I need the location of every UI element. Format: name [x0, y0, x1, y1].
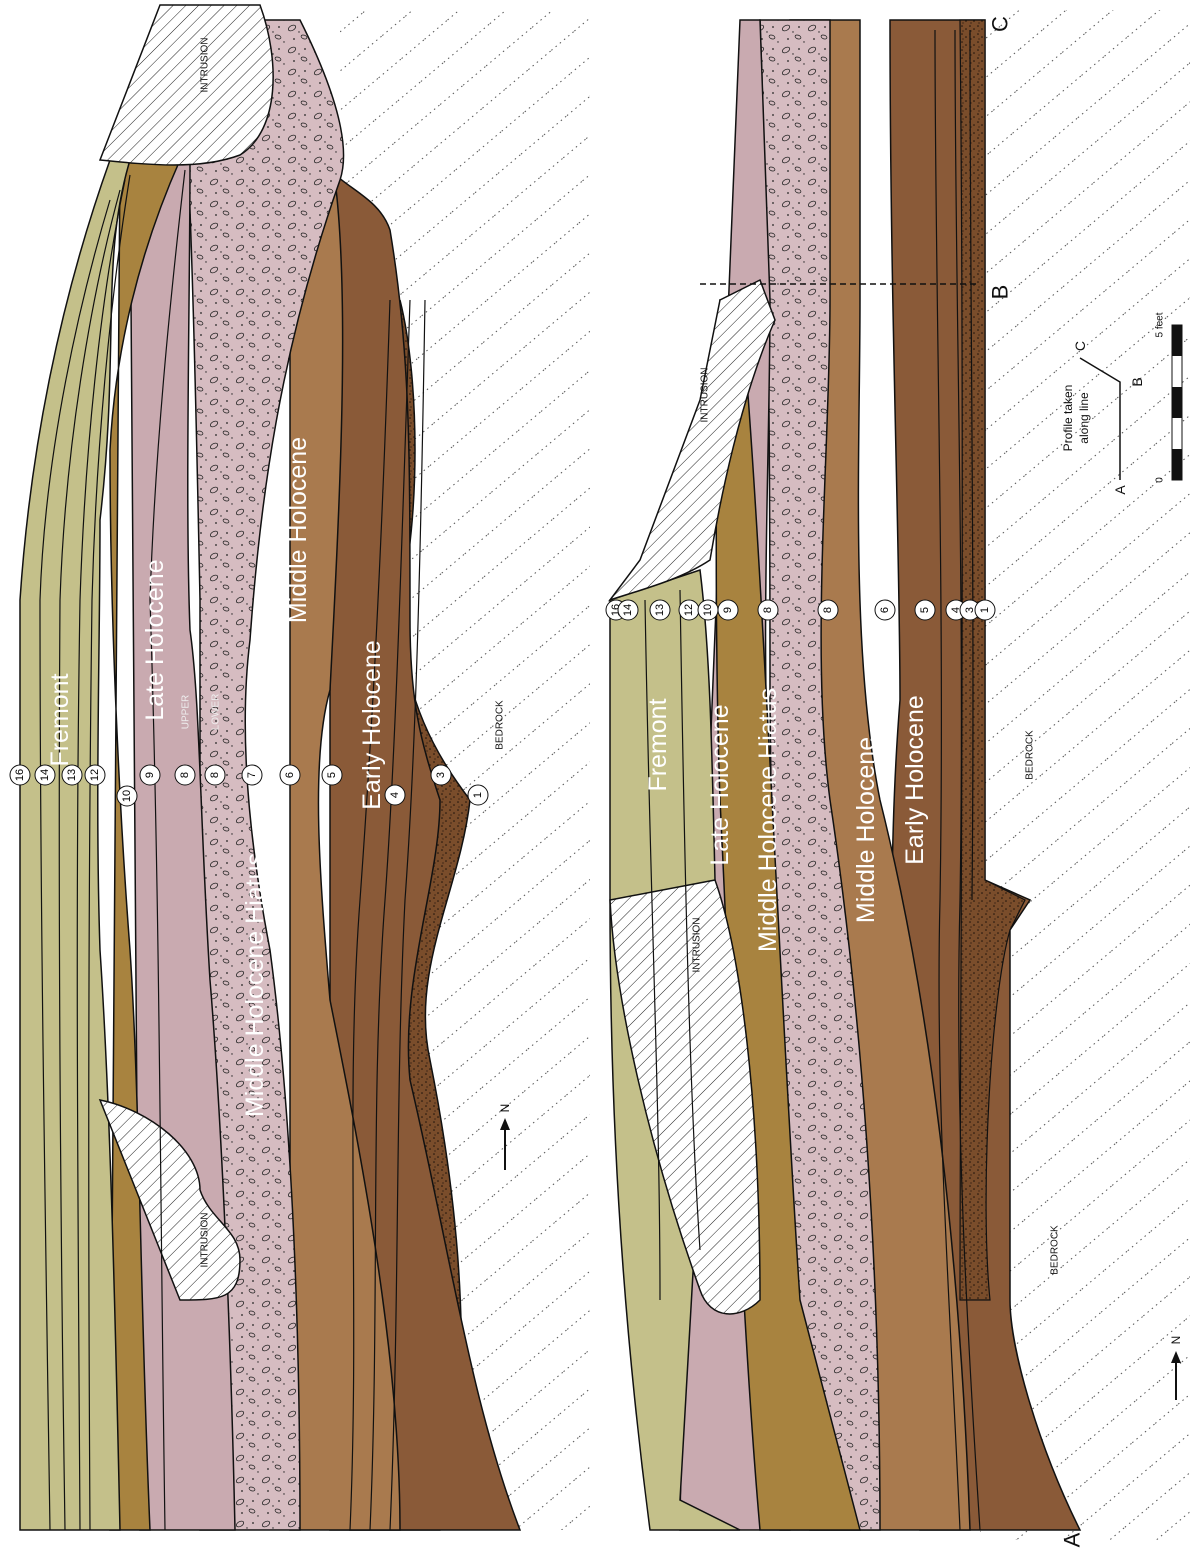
stratum-marker: 5	[915, 600, 935, 620]
label-fremont-2: Fremont	[644, 698, 672, 791]
svg-text:13: 13	[66, 769, 78, 781]
label-middle-holocene: Middle Holocene	[284, 437, 312, 623]
stratum-marker: 16	[10, 765, 30, 785]
label-middle-holocene-hiatus: Middle Holocene Hiatus	[241, 853, 269, 1117]
svg-text:3: 3	[435, 772, 447, 778]
label-intrusion-2a: INTRUSION	[700, 368, 711, 423]
stratum-marker: 10	[698, 600, 718, 620]
svg-text:14: 14	[39, 769, 51, 781]
label-middle-holocene-2: Middle Holocene	[852, 737, 880, 923]
label-intrusion-north: INTRUSION	[200, 38, 211, 93]
svg-text:6: 6	[879, 607, 891, 613]
stratum-marker: 12	[85, 765, 105, 785]
svg-text:12: 12	[89, 769, 101, 781]
svg-text:8: 8	[822, 607, 834, 613]
stratum-marker: 14	[618, 600, 638, 620]
label-bedrock-2a: BEDROCK	[1025, 730, 1036, 780]
key-c: C	[1072, 341, 1088, 351]
svg-text:1: 1	[472, 792, 484, 798]
svg-text:9: 9	[722, 607, 734, 613]
stratum-marker: 8	[175, 765, 195, 785]
label-early-holocene: Early Holocene	[358, 640, 386, 810]
svg-text:12: 12	[683, 604, 695, 616]
label-late-holocene: Late Holocene	[141, 559, 169, 720]
stratum-marker: 13	[62, 765, 82, 785]
svg-text:16: 16	[14, 769, 26, 781]
stratum-marker: 8	[205, 765, 225, 785]
svg-text:13: 13	[654, 604, 666, 616]
stratum-marker: 4	[385, 785, 405, 805]
profile-2: 16 14 13 12 10 9 8 8 6 5 4 3 1 Fremont L…	[606, 10, 1190, 1547]
label-bedrock: BEDROCK	[495, 700, 506, 750]
svg-text:5: 5	[326, 772, 338, 778]
svg-text:N: N	[498, 1104, 512, 1113]
svg-text:9: 9	[144, 772, 156, 778]
svg-text:7: 7	[246, 772, 258, 778]
key-b: B	[1129, 377, 1145, 386]
key-profile-line-2: along line	[1077, 392, 1091, 444]
point-c: C	[988, 16, 1013, 32]
svg-text:4: 4	[389, 792, 401, 798]
stratum-marker: 9	[718, 600, 738, 620]
svg-text:8: 8	[762, 607, 774, 613]
point-b: B	[988, 285, 1013, 300]
svg-text:10: 10	[121, 790, 133, 802]
key-a: A	[1112, 485, 1128, 495]
stratum-marker: 13	[650, 600, 670, 620]
label-intrusion-south: INTRUSION	[200, 1213, 211, 1268]
label-early-holocene-2: Early Holocene	[901, 695, 929, 865]
stratum-marker: 6	[875, 600, 895, 620]
svg-text:8: 8	[209, 772, 221, 778]
svg-text:6: 6	[284, 772, 296, 778]
stratum-marker: 7	[242, 765, 262, 785]
profile-1: 16 14 13 12 10 9 8 8 7 6 5 4 3 1 Fremont…	[10, 5, 590, 1530]
svg-text:1: 1	[979, 607, 991, 613]
svg-text:N: N	[1169, 1336, 1183, 1345]
stratum-marker: 14	[35, 765, 55, 785]
stratum-marker: 12	[679, 600, 699, 620]
stratum-marker: 1	[975, 600, 995, 620]
stratum-marker: 9	[140, 765, 160, 785]
label-intrusion-2b: INTRUSION	[692, 918, 703, 973]
label-middle-holocene-hiatus-2: Middle Holocene Hiatus	[754, 688, 782, 952]
profile-2-bedrock	[980, 10, 1190, 1540]
stratum-marker: 10	[117, 786, 137, 806]
unit-fremont	[20, 160, 130, 1530]
stratum-marker: 8	[818, 600, 838, 620]
intrusion-north	[100, 5, 273, 165]
svg-text:14: 14	[622, 604, 634, 616]
scale-zero: 0	[1155, 477, 1166, 483]
key-profile-line-1: Profile taken	[1061, 385, 1075, 452]
label-fremont: Fremont	[46, 673, 74, 766]
stratum-marker: 3	[431, 765, 451, 785]
label-bedrock-2b: BEDROCK	[1050, 1225, 1061, 1275]
label-upper: UPPER	[181, 695, 192, 729]
svg-text:10: 10	[702, 604, 714, 616]
svg-text:8: 8	[179, 772, 191, 778]
svg-text:5: 5	[919, 607, 931, 613]
stratum-marker: 8	[758, 600, 778, 620]
stratum-marker: 5	[322, 765, 342, 785]
label-late-holocene-2: Late Holocene	[706, 704, 734, 865]
stratum-marker: 1	[468, 785, 488, 805]
stratum-marker: 6	[280, 765, 300, 785]
scale-max: 5 feet	[1155, 312, 1166, 337]
label-lower: LOWER	[211, 694, 222, 731]
svg-text:3: 3	[964, 607, 976, 613]
point-a: A	[1060, 1532, 1085, 1547]
